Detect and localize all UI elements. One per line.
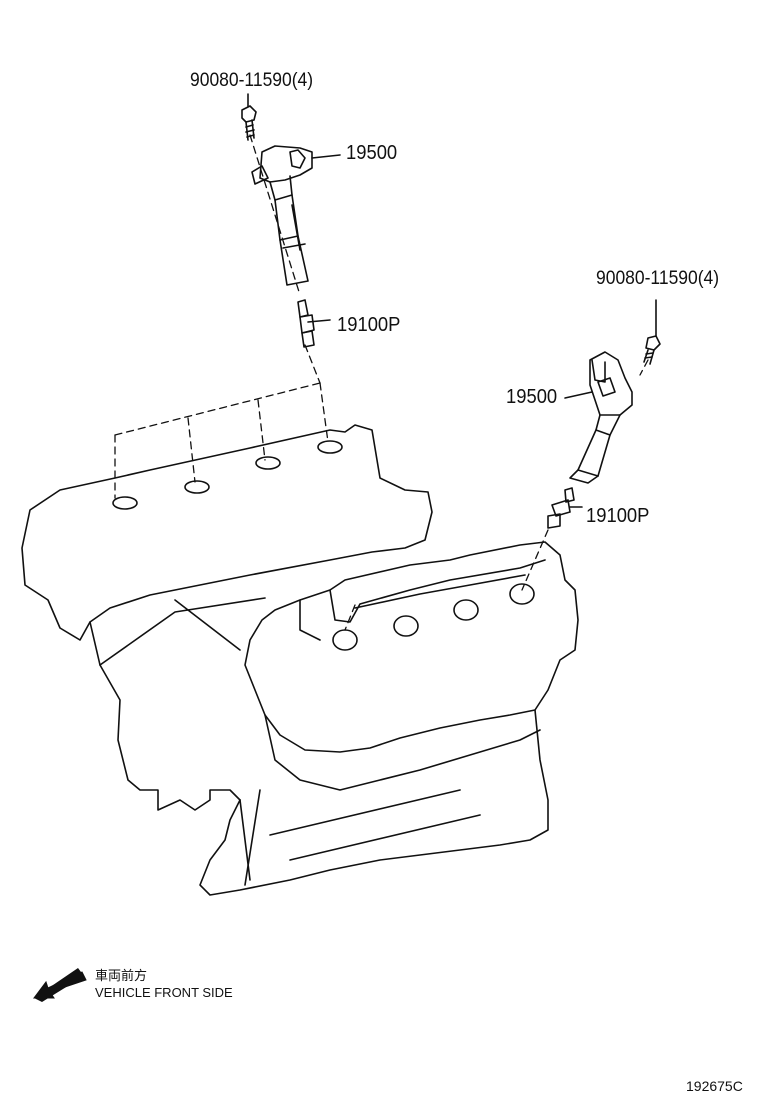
ignition-coil-right [564,351,633,484]
engine-block [21,424,579,896]
figure-code: 192675C [686,1078,743,1094]
bolt-part-number-right: 90080-11590(4) [596,268,720,289]
bolt-top [241,105,257,141]
spark-plug-part-number-right: 19100P [586,505,650,527]
vehicle-front-english: VEHICLE FRONT SIDE [95,985,233,1000]
bolt-right [643,299,661,365]
spark-plug-top [297,299,331,348]
vehicle-front-japanese: 車両前方 [95,968,148,983]
spark-plug-right [547,487,583,529]
left-bank-guide-lines [114,134,329,499]
ignition-coil-top [251,145,341,286]
front-arrow-icon [33,968,87,1002]
ignition-coil-part-number-right: 19500 [506,386,558,408]
right-bank-guide-lines [344,359,649,631]
spark-plug-part-number-top: 19100P [337,314,401,336]
ignition-coil-part-number-top: 19500 [346,142,398,164]
bolt-part-number-top: 90080-11590(4) [190,70,314,91]
